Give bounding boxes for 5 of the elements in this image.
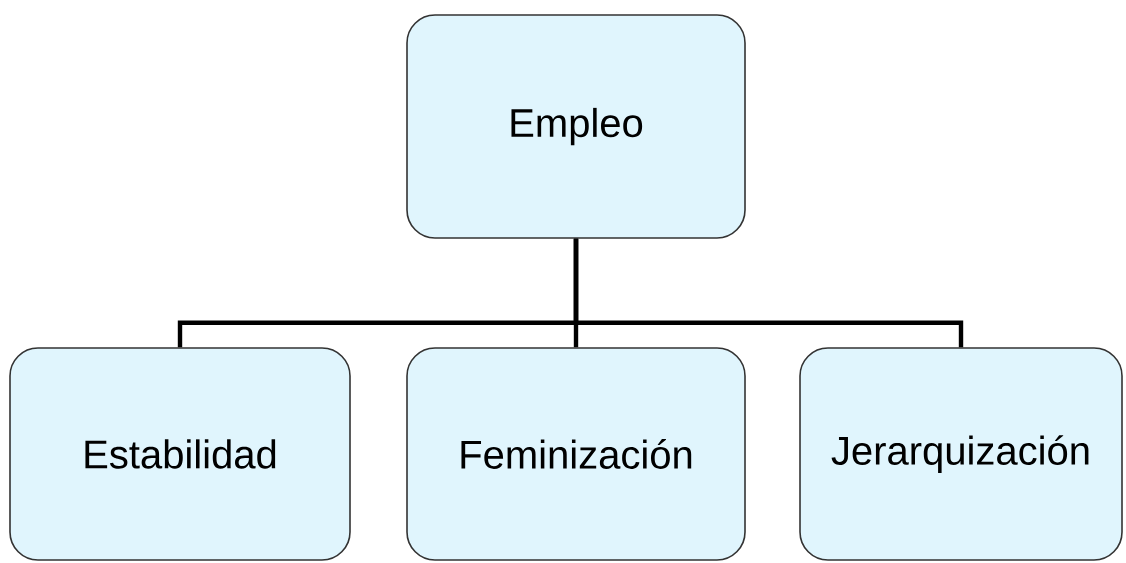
rounded-box: Feminización (406, 347, 746, 561)
rounded-box: Jerarquización (799, 347, 1123, 561)
connector-line (573, 238, 964, 348)
rounded-box: Estabilidad (9, 347, 351, 561)
rounded-box: Empleo (406, 14, 746, 239)
